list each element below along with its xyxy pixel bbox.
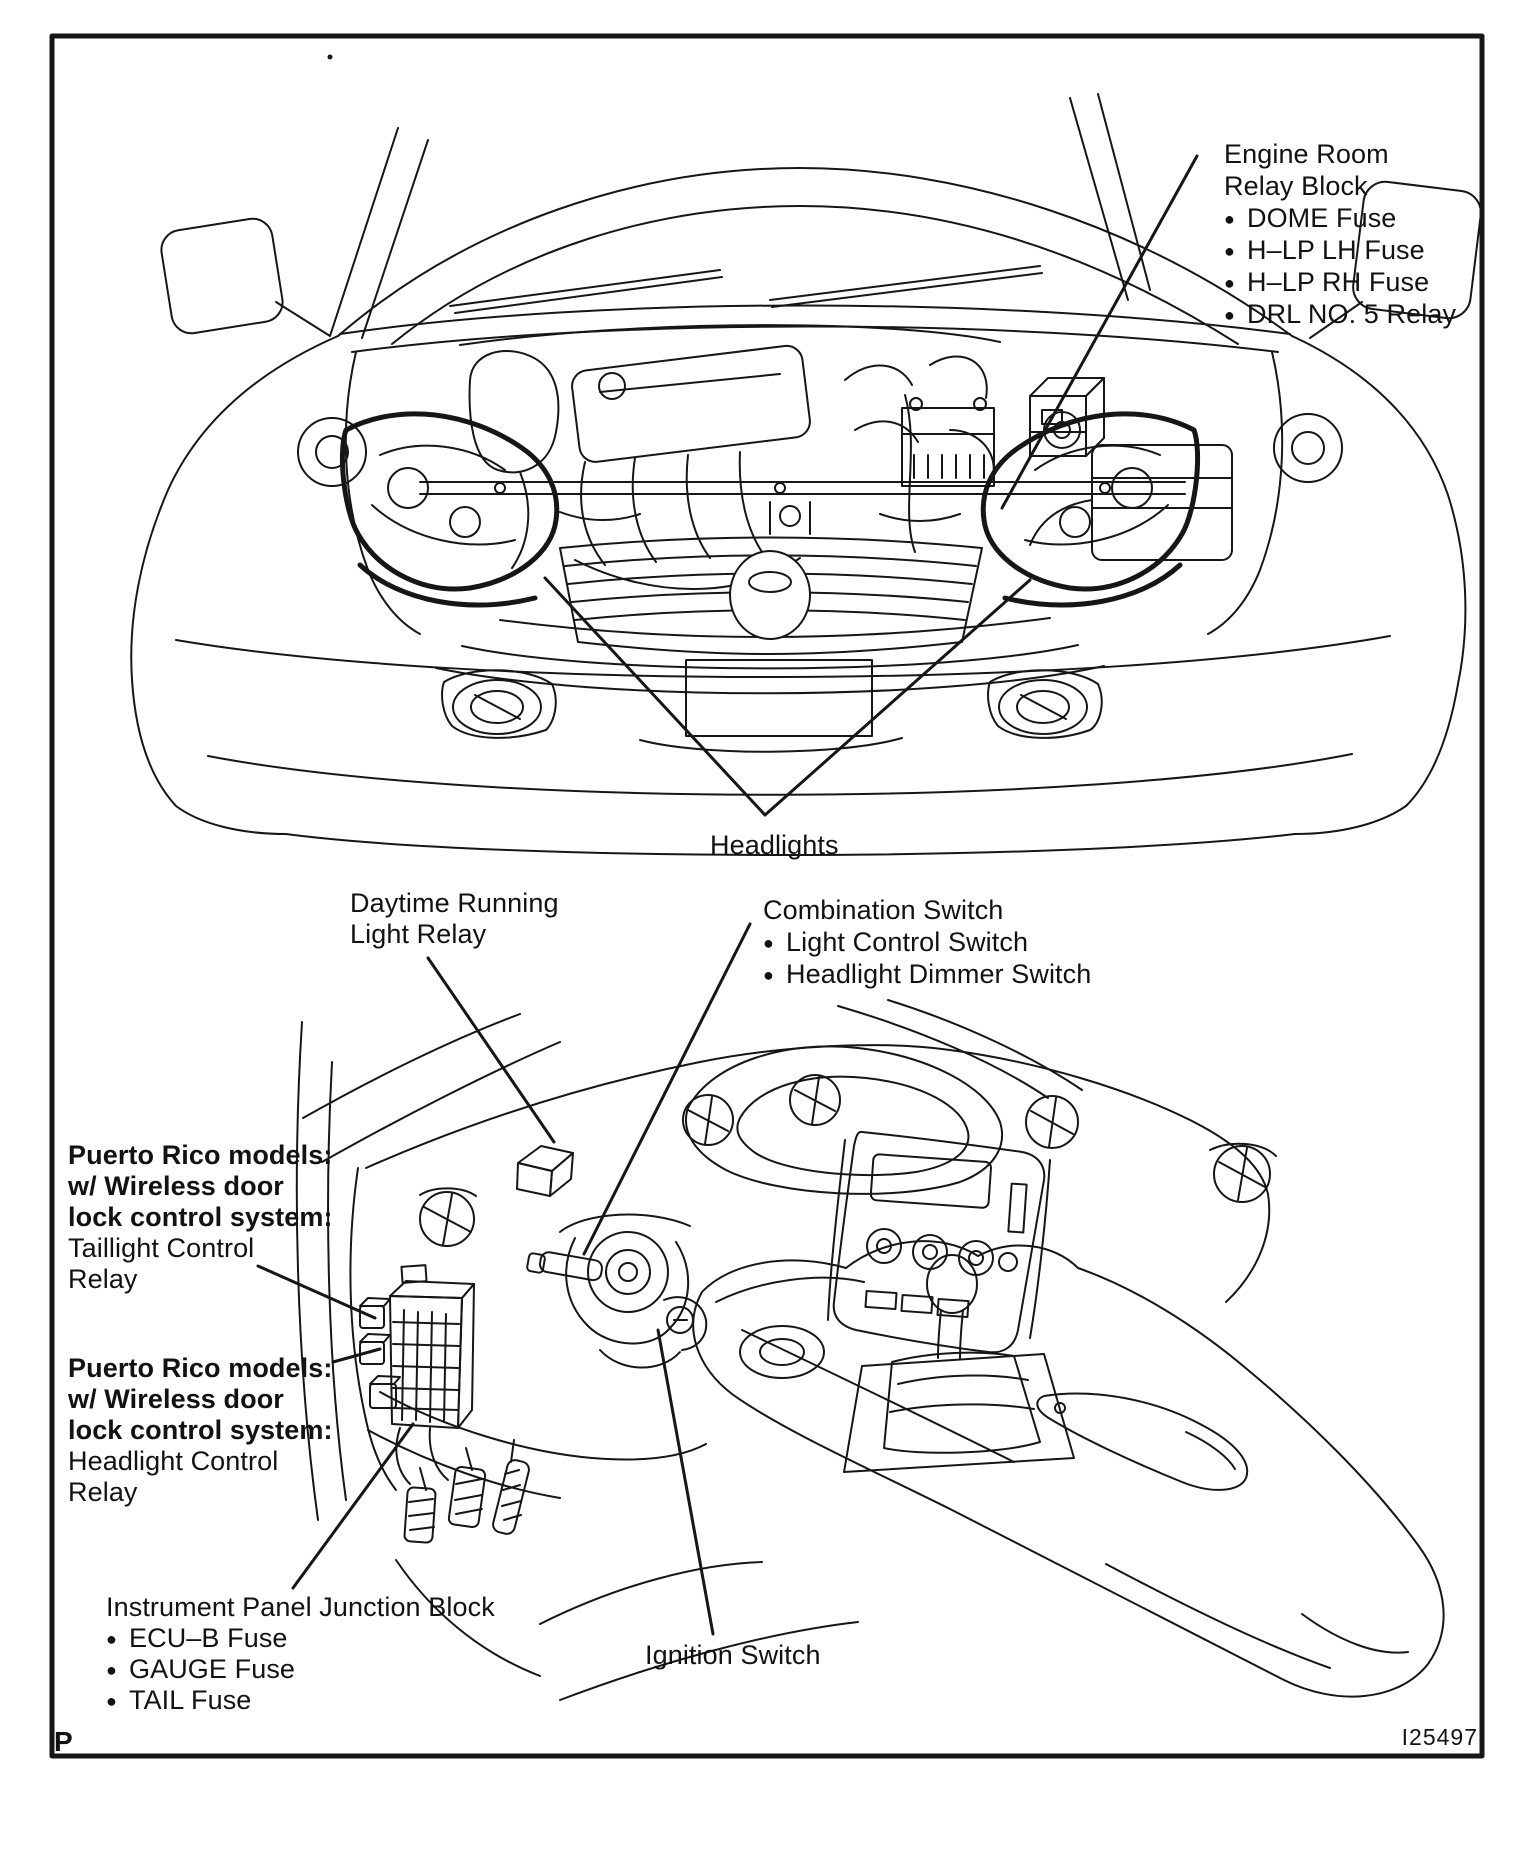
combination-switch-item: Headlight Dimmer Switch xyxy=(785,959,1092,989)
left-headlight-detail xyxy=(371,444,516,546)
pedals xyxy=(403,1439,530,1544)
headlight-relay-leader xyxy=(331,1347,382,1364)
label-daytime-running-light-relay: Daytime Running Light Relay xyxy=(350,888,559,949)
relay-block-item: H–LP RH Fuse xyxy=(1246,267,1430,297)
figure-number: I25497 xyxy=(1401,1724,1478,1750)
combination-switch-leader xyxy=(582,922,752,1256)
label-ignition-switch: Ignition Switch xyxy=(645,1640,821,1670)
relay-block-title-line1: Engine Room xyxy=(1224,139,1389,169)
relay-block-item: DRL NO. 5 Relay xyxy=(1246,299,1457,329)
bullet-icon: ● xyxy=(1224,305,1235,325)
grille xyxy=(559,536,983,655)
label-headlights: Headlights xyxy=(710,830,839,860)
strut-towers xyxy=(297,413,1343,487)
left-mirror xyxy=(160,217,331,337)
bullet-icon: ● xyxy=(1224,209,1235,229)
page-border xyxy=(49,33,1485,1759)
label-combination-switch: Combination Switch ● Light Control Switch… xyxy=(763,894,1091,990)
label-engine-room-relay-block: Engine Room Relay Block ● DOME Fuse ● H–LP… xyxy=(1224,138,1456,330)
bullet-icon: ● xyxy=(106,1628,117,1649)
center-stack xyxy=(827,1130,1051,1354)
car-front-illustration xyxy=(130,93,1482,856)
right-headlight xyxy=(980,411,1201,608)
air-vents xyxy=(419,1074,1277,1247)
bullet-icon: ● xyxy=(763,933,774,953)
bullet-icon: ● xyxy=(1224,273,1235,293)
bullet-icon: ● xyxy=(106,1659,117,1680)
handbrake-lever xyxy=(1036,1392,1249,1491)
license-plate xyxy=(685,659,873,737)
dashboard-illustration xyxy=(295,999,1445,1701)
junction-block-item: TAIL Fuse xyxy=(128,1684,252,1715)
gear-shifter xyxy=(843,1254,1075,1473)
bullet-icon: ● xyxy=(763,965,774,985)
relay-block-title-line2: Relay Block xyxy=(1224,171,1368,201)
right-mirror xyxy=(1309,180,1482,339)
scan-speck xyxy=(327,54,333,60)
battery xyxy=(901,397,995,487)
junction-block-item: ECU–B Fuse xyxy=(128,1622,288,1653)
drl-relay-leader xyxy=(426,956,556,1144)
label-instrument-panel-junction-block: Instrument Panel Junction Block ● ECU–B F… xyxy=(106,1592,495,1715)
instrument-cluster xyxy=(685,1045,1003,1195)
instrument-panel-junction-block xyxy=(359,1264,475,1485)
relay-block-item: H–LP LH Fuse xyxy=(1246,235,1425,265)
bullet-icon: ● xyxy=(1224,241,1235,261)
taillight-relay-leader xyxy=(256,1264,377,1320)
right-headlight-detail xyxy=(1024,444,1169,546)
headlights-leader xyxy=(543,576,1032,817)
center-console xyxy=(692,1240,1445,1698)
daytime-running-light-relay xyxy=(516,1145,574,1197)
ignition-switch xyxy=(599,1296,708,1369)
ignition-switch-leader xyxy=(656,1328,715,1636)
junction-block-item: GAUGE Fuse xyxy=(128,1653,296,1684)
label-puerto-rico-headlight-relay: Puerto Rico models: w/ Wireless door loc… xyxy=(68,1353,333,1507)
fog-lights xyxy=(441,669,1103,739)
leader-lines xyxy=(256,154,1199,1636)
page-corner-mark: P xyxy=(54,1726,73,1757)
combination-switch xyxy=(526,1213,691,1345)
combination-switch-item: Light Control Switch xyxy=(785,927,1029,957)
engine xyxy=(459,324,1051,638)
taillight-control-relay xyxy=(359,1297,391,1329)
junction-block-title: Instrument Panel Junction Block xyxy=(106,1592,495,1622)
combination-switch-title: Combination Switch xyxy=(763,895,1004,925)
relay-block-item: DOME Fuse xyxy=(1246,203,1397,233)
junction-block-leader xyxy=(291,1422,415,1590)
light-control-stalk xyxy=(538,1251,603,1282)
bullet-icon: ● xyxy=(106,1690,117,1711)
left-headlight xyxy=(339,411,560,608)
label-puerto-rico-taillight-relay: Puerto Rico models: w/ Wireless door loc… xyxy=(68,1140,333,1294)
relay-block-leader xyxy=(1000,154,1199,510)
